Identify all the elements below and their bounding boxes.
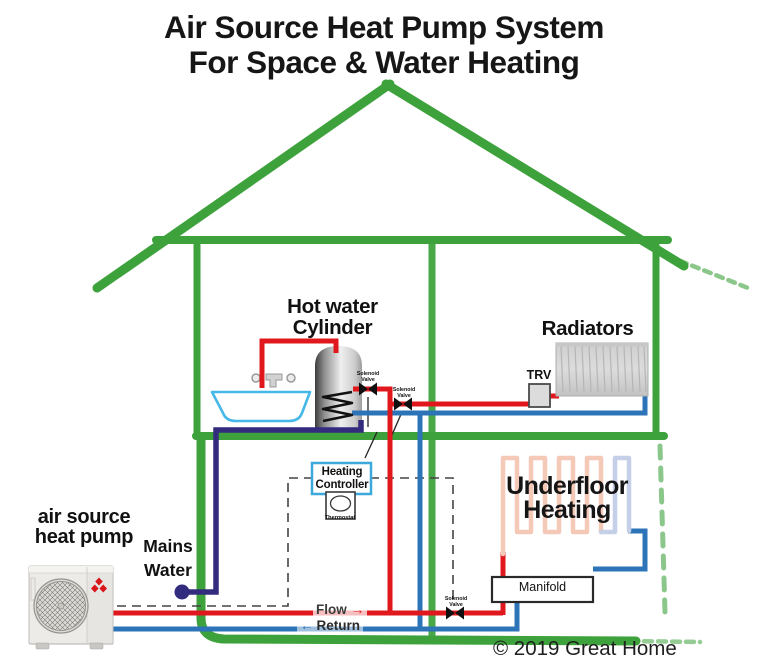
house-outline [92, 79, 751, 646]
mains-water-dot [174, 584, 190, 600]
roof-right-line [381, 79, 689, 271]
flow-arrow-icon: → [350, 602, 365, 617]
heat-pump-top-strip [29, 566, 113, 573]
thermostat-icon [325, 491, 356, 520]
radiator-fins [560, 345, 647, 393]
underfloor-coil [500, 455, 632, 557]
heating-controller-box [310, 461, 373, 496]
manifold-box [490, 575, 595, 604]
ground-tail [627, 638, 703, 645]
mains-water-pipe [174, 420, 364, 600]
heat-pump-foot-right [89, 642, 104, 650]
title-line-1: Air Source Heat Pump System [164, 9, 604, 45]
solenoid-valve-2-icon [394, 397, 412, 411]
bath-hot-pipe [259, 338, 339, 388]
mains-pipe-run [183, 420, 364, 595]
thermostat-dial [329, 495, 352, 512]
radiators-label: Radiators [541, 317, 634, 340]
solenoid-valve-3-icon [446, 606, 464, 620]
underfloor-coil-warm [500, 455, 604, 557]
thermostat-label: Thermostat [324, 515, 356, 521]
air-source-heat-pump-label: air source heat pump [34, 506, 134, 548]
page-title: Air Source Heat Pump System For Space & … [0, 10, 768, 80]
tap-handle-left [251, 373, 261, 383]
solenoid-valve-1-label: Solenoid Valve [356, 371, 380, 383]
underfloor-return-pipe [593, 528, 648, 572]
heat-pump-foot-left [35, 642, 50, 650]
heat-pump-icon [28, 565, 114, 650]
roof-left-line [92, 79, 395, 293]
heat-pump-side-vent [30, 577, 36, 601]
copyright-text: © 2019 Great Home [493, 637, 677, 660]
wiring-to-valve-3 [370, 477, 454, 604]
bath-icon [210, 373, 312, 423]
valve-1-wire-diagonal [364, 431, 378, 459]
underfloor-coil-cool [598, 455, 632, 535]
left-wall-lower-and-ground [196, 433, 641, 646]
solenoid-valves [359, 382, 464, 620]
return-main [113, 600, 520, 632]
tap-handle-right [286, 373, 296, 383]
return-label: ←Return [297, 618, 363, 634]
bath-tub [210, 390, 312, 423]
manifold-label: Manifold [518, 580, 567, 594]
tap-spout-icon [265, 373, 283, 388]
solenoid-valve-3-label: Solenoid Valve [444, 596, 468, 608]
fan-hub [57, 602, 65, 610]
hot-water-cylinder-label: Hot water Cylinder [287, 295, 378, 339]
solenoid-valve-2-label: Solenoid Valve [392, 387, 416, 399]
heating-controller-label: Heating Controller [315, 466, 369, 491]
radiator-top-edge [556, 343, 648, 347]
wiring-to-heat-pump [112, 477, 313, 607]
mains-water-label: Mains Water [143, 536, 193, 580]
solenoid-valve-1-icon [359, 382, 377, 396]
right-wall-lower [657, 443, 668, 615]
roof-left-texture [118, 93, 382, 278]
title-line-2: For Space & Water Heating [188, 44, 580, 80]
roof-right-tail [665, 253, 751, 291]
underfloor-heating-label: Underfloor Heating [506, 472, 628, 524]
radiator-icon [555, 342, 649, 397]
return-arrow-icon: ← [300, 618, 314, 633]
trv-label: TRV [526, 368, 552, 382]
mitsubishi-logo-icon [91, 577, 107, 593]
trv-icon [528, 383, 551, 408]
cylinder-coil-icon [321, 390, 354, 423]
flow-label: Flow→ [313, 602, 368, 618]
